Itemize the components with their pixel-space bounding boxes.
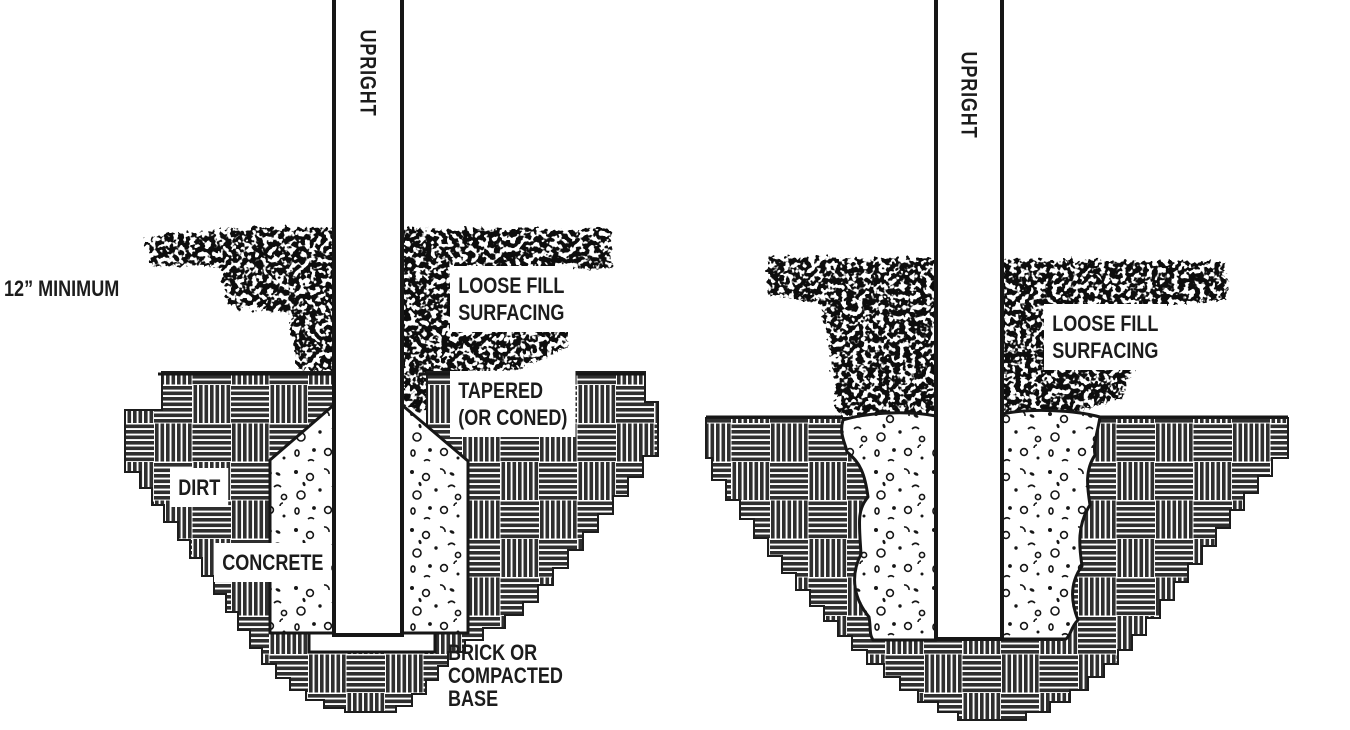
dirt-label: DIRT [170,468,229,507]
label-line: (OR CONED) [458,405,568,430]
tapered-label: TAPERED (OR CONED) [450,371,576,437]
dirt-cross-section [705,417,1289,721]
dirt-cross-section [124,371,659,713]
concrete-footing-right-column [1000,408,1102,641]
label-line: COMPACTED [448,663,563,688]
left-post-upright-label: UPRIGHT [355,29,381,117]
label-line: SURFACING [458,300,565,325]
label-line: BRICK OR [448,640,538,665]
label-line: SURFACING [1052,338,1159,363]
left-loose-fill-label: LOOSE FILL SURFACING [450,266,573,332]
base-label: BRICK OR COMPACTED BASE [448,641,563,710]
right-loose-fill-label: LOOSE FILL SURFACING [1044,304,1167,370]
label-line: TAPERED [458,378,544,403]
post [332,0,404,637]
concrete-label: CONCRETE [214,543,332,582]
left-diagram-tapered-footing [124,0,659,713]
label-line: BASE [448,686,499,711]
label-line: LOOSE FILL [1052,311,1159,336]
min-depth-label: 12” MINIMUM [4,276,120,301]
right-diagram-straight-footing [705,0,1289,721]
label-line: LOOSE FILL [458,273,565,298]
post [934,0,1004,641]
concrete-footing-left-column [840,411,938,642]
right-post-upright-label: UPRIGHT [956,51,982,139]
